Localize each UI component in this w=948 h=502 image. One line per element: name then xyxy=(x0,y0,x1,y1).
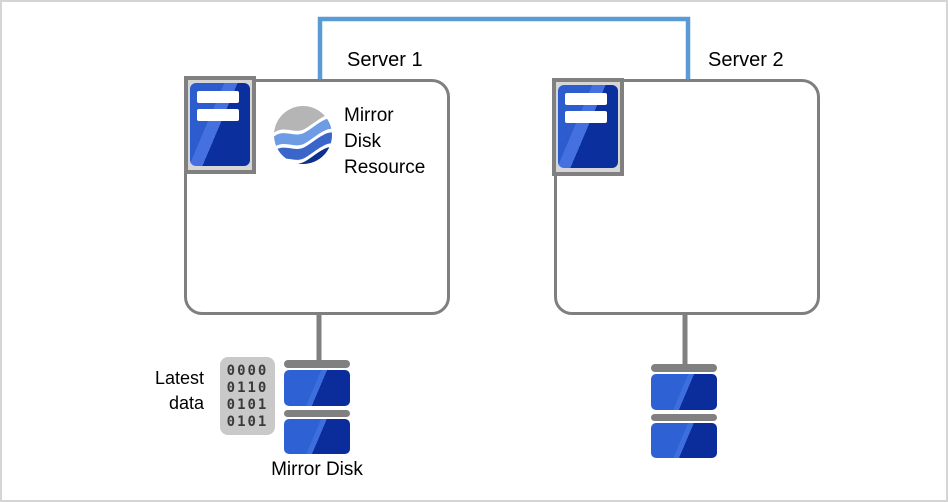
latest-data-label: Latest data xyxy=(132,366,204,416)
server-tower-icon xyxy=(190,83,250,166)
server-slot-icon xyxy=(565,111,607,123)
mirror-disk-label: Mirror Disk xyxy=(271,459,363,480)
mirror-disk-resource-label: Mirror Disk Resource xyxy=(344,103,425,181)
disk-bar-icon xyxy=(651,364,717,372)
mdr-label-line: Mirror xyxy=(344,105,394,126)
binary-row: 0101 xyxy=(226,397,269,413)
server1-label: Server 1 xyxy=(347,49,423,71)
wave-band-gray xyxy=(274,106,332,133)
server2-unit-icon xyxy=(552,78,624,176)
disk-platter-icon xyxy=(651,374,717,410)
server2-box xyxy=(554,79,820,315)
server-slot-icon xyxy=(565,93,607,105)
server2-label: Server 2 xyxy=(708,49,784,71)
binary-row: 0110 xyxy=(226,380,269,396)
disk-platter-icon xyxy=(284,419,350,454)
disk-bar-icon xyxy=(284,360,350,368)
server1-unit-icon xyxy=(184,76,256,174)
binary-row: 0000 xyxy=(226,363,269,379)
binary-data-icon: 0000 0110 0101 0101 xyxy=(220,357,275,435)
disk-platter-icon xyxy=(284,370,350,406)
latest-data-label-line: data xyxy=(168,393,204,413)
server1-mirror-disk-icon xyxy=(284,360,350,454)
wave-band-light-blue xyxy=(274,117,332,148)
server-slot-icon xyxy=(197,91,239,103)
disk-bar-icon xyxy=(651,414,717,421)
disk-bar-icon xyxy=(284,410,350,417)
binary-row: 0101 xyxy=(226,414,269,430)
server-tower-icon xyxy=(558,85,618,168)
mdr-label-line: Disk xyxy=(344,131,381,152)
server2-mirror-disk-icon xyxy=(651,364,717,458)
server-slot-icon xyxy=(197,109,239,121)
latest-data-label-line: Latest xyxy=(154,368,204,388)
disk-platter-icon xyxy=(651,423,717,458)
wave-band-mid-blue xyxy=(274,132,332,162)
mirror-disk-resource-icon xyxy=(274,106,332,164)
mdr-label-line: Resource xyxy=(344,157,426,178)
